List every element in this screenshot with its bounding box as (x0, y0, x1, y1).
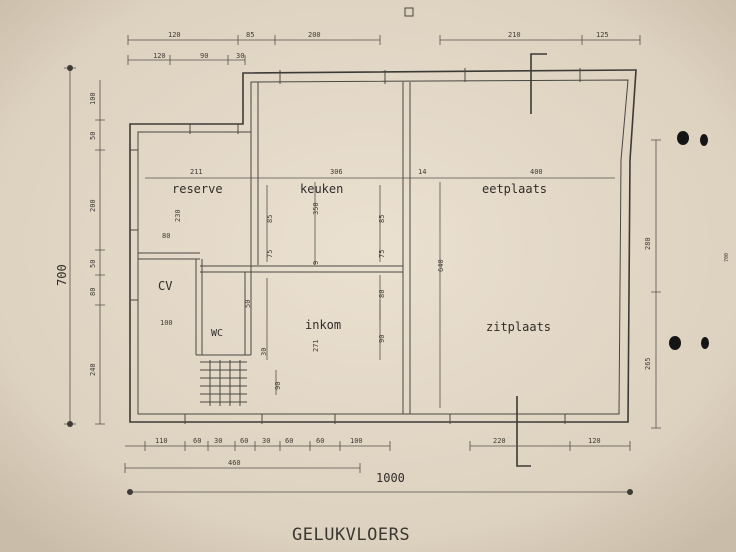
dim-total-width: 1000 (376, 471, 405, 485)
dim-right-265: 265 (644, 357, 652, 370)
dim-int-211: 211 (190, 168, 203, 176)
dim-right-280: 280 (644, 237, 652, 250)
dim-int-90: 90 (378, 335, 386, 343)
dim-left-50b: 50 (89, 260, 97, 268)
dim-int-85b: 85 (378, 215, 386, 223)
dim-int-50: 50 (244, 300, 252, 308)
dim-int-9: 9 (312, 261, 320, 265)
dim-int-90b: 90 (274, 382, 282, 390)
room-label-cv: CV (158, 279, 172, 293)
dim-bot-110: 110 (155, 437, 168, 445)
dim-left-50: 50 (89, 132, 97, 140)
interior-walls (138, 82, 411, 414)
dim-int-306: 306 (330, 168, 343, 176)
dimension-lines (64, 35, 661, 495)
dim-bot-120: 120 (588, 437, 601, 445)
dim-int-14: 14 (418, 168, 426, 176)
plan-title: GELUKVLOERS (292, 525, 410, 545)
dim-int-75b: 75 (378, 250, 386, 258)
dim-bot-60d: 60 (316, 437, 324, 445)
binder-holes (669, 131, 709, 350)
room-label-zitplaats: zitplaats (486, 320, 551, 334)
room-label-keuken: keuken (300, 182, 343, 196)
dim-int-75a: 75 (266, 250, 274, 258)
dim-top-85: 85 (246, 31, 254, 39)
dim-top-210: 210 (508, 31, 521, 39)
dim-bot-100: 100 (350, 437, 363, 445)
dim-int-640: 640 (437, 259, 445, 272)
dim-top-200: 200 (308, 31, 321, 39)
section-marks (516, 53, 547, 467)
dim-top2-30: 30 (236, 52, 244, 60)
dim-int-271: 271 (312, 339, 320, 352)
dim-bot-460: 460 (228, 459, 241, 467)
room-labels: reserve keuken eetplaats CV WC inkom zit… (158, 182, 551, 339)
dim-left-80: 80 (89, 288, 97, 296)
dim-total-height: 700 (55, 264, 69, 286)
dim-top-120: 120 (168, 31, 181, 39)
dimension-labels: 120 85 200 210 125 120 90 30 100 50 200 … (55, 31, 730, 485)
room-label-wc: WC (211, 328, 223, 339)
top-marker (404, 7, 414, 17)
room-label-eetplaats: eetplaats (482, 182, 547, 196)
dim-int-350: 350 (312, 202, 320, 215)
dim-bot-60b: 60 (240, 437, 248, 445)
dim-top-125: 125 (596, 31, 609, 39)
dim-top2-120: 120 (153, 52, 166, 60)
dim-int-230: 230 (174, 209, 182, 222)
dim-bot-30b: 30 (262, 437, 270, 445)
room-label-reserve: reserve (172, 182, 223, 196)
dim-bot-60c: 60 (285, 437, 293, 445)
dim-int-80b: 80 (162, 232, 170, 240)
dim-bot-60a: 60 (193, 437, 201, 445)
dim-int-400: 400 (530, 168, 543, 176)
outer-walls (129, 68, 637, 424)
dim-int-80: 80 (378, 290, 386, 298)
dim-int-100: 100 (160, 319, 173, 327)
dim-int-30: 30 (260, 348, 268, 356)
dim-int-85a: 85 (266, 215, 274, 223)
dim-right-margin-700: 700 (724, 253, 730, 262)
dim-bot-220: 220 (493, 437, 506, 445)
dim-top2-90: 90 (200, 52, 208, 60)
room-label-inkom: inkom (305, 318, 341, 332)
dim-bot-30a: 30 (214, 437, 222, 445)
dim-left-100: 100 (89, 92, 97, 105)
dim-left-200: 200 (89, 199, 97, 212)
dim-left-240: 240 (89, 363, 97, 376)
